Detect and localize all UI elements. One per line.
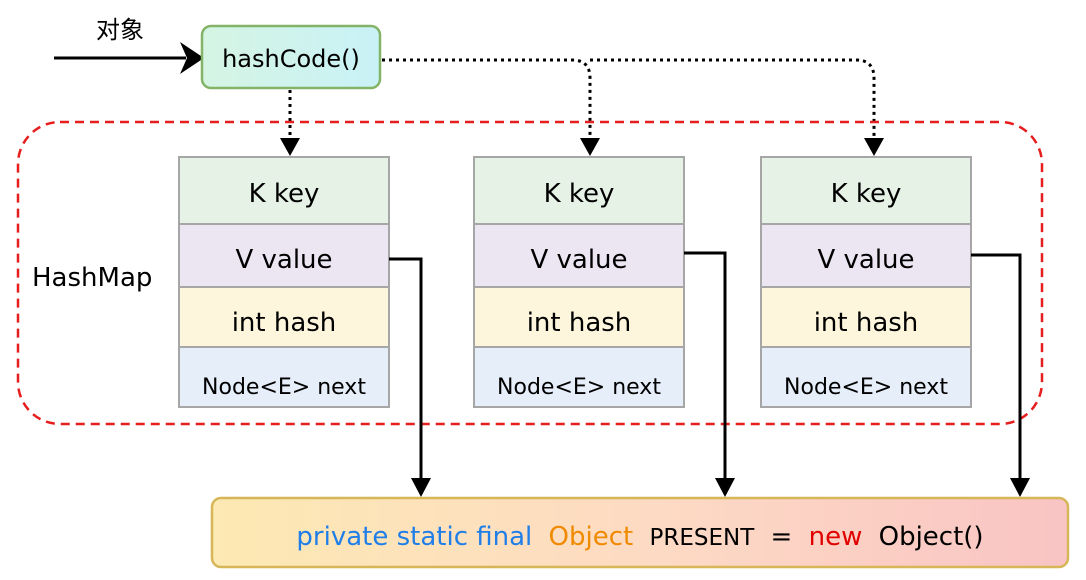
present-code: private static final Object PRESENT = ne…	[296, 522, 983, 552]
node-field-value	[760, 223, 972, 288]
present-name: PRESENT	[649, 525, 755, 551]
node-field-key-text: K key	[249, 179, 320, 209]
hash-function-label: hashCode()	[222, 45, 360, 73]
input-label: 对象	[96, 16, 144, 44]
node-field-next-text: Node<E> next	[497, 375, 661, 400]
dotted-arrow-3	[590, 58, 876, 140]
dotted-arrow-head-1	[280, 138, 300, 156]
node-field-value	[178, 223, 390, 288]
node-field-key-text: K key	[544, 179, 615, 209]
node-field-value-text: V value	[530, 245, 627, 275]
node-field-next-text: Node<E> next	[784, 375, 948, 400]
present-type: Object	[549, 522, 634, 552]
present-constructor: Object()	[879, 522, 984, 552]
node-field-key	[178, 156, 390, 225]
node-field-key-text: K key	[831, 179, 902, 209]
value-connector-2	[684, 251, 727, 482]
dotted-arrow-head-3	[864, 138, 884, 156]
node-field-value-text: V value	[235, 245, 332, 275]
hashmap-label: HashMap	[32, 263, 152, 293]
hash-function-box	[200, 24, 382, 90]
dotted-arrow-2	[382, 58, 592, 140]
node-1: K key V value int hash Node<E> next	[178, 156, 390, 408]
node-field-value	[473, 223, 685, 288]
dotted-arrow-head-2	[580, 138, 600, 156]
node-3: K key V value int hash Node<E> next	[760, 156, 972, 408]
value-connector-1	[389, 257, 423, 482]
present-keyword-new: new	[809, 522, 863, 552]
node-field-value-text: V value	[817, 245, 914, 275]
node-field-next	[473, 346, 685, 408]
value-connector-head-1	[411, 478, 431, 497]
node-field-next	[760, 346, 972, 408]
node-field-next-text: Node<E> next	[202, 375, 366, 400]
value-connector-head-3	[1010, 478, 1030, 497]
present-equals: =	[771, 522, 793, 552]
node-2: K key V value int hash Node<E> next	[473, 156, 685, 408]
value-connectors	[389, 251, 1022, 482]
node-field-hash-text: int hash	[814, 308, 919, 338]
present-modifiers: private static final	[296, 522, 532, 552]
node-field-next	[178, 346, 390, 408]
input-arrow-head	[180, 42, 204, 74]
hashmap-container	[16, 120, 1044, 426]
hash-dotted-arrows	[288, 58, 876, 140]
present-box	[210, 496, 1070, 569]
node-field-hash-text: int hash	[527, 308, 632, 338]
value-connector-3	[971, 253, 1022, 482]
node-field-key	[760, 156, 972, 225]
value-connector-head-2	[715, 478, 735, 497]
node-field-hash-text: int hash	[232, 308, 337, 338]
